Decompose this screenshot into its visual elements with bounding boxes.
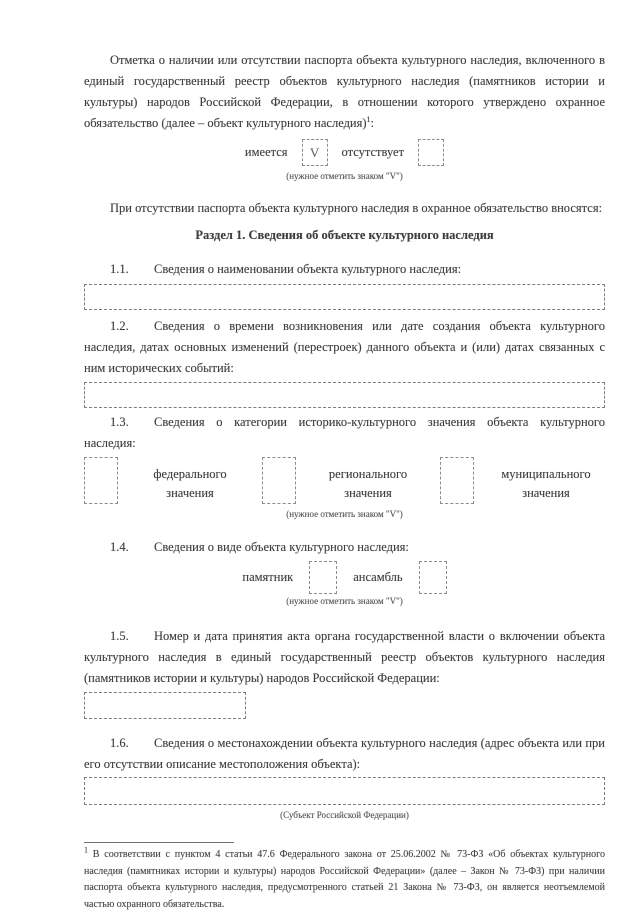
present-checkbox[interactable]: V — [301, 139, 328, 166]
item-1-3-number: 1.3. — [110, 415, 129, 429]
second-paragraph: При отсутствии паспорта объекта культурн… — [110, 201, 603, 215]
absent-label: отсутствует — [341, 145, 405, 159]
section-title: Раздел 1. Сведения об объекте культурног… — [195, 228, 494, 242]
ensemble-checkbox[interactable] — [418, 561, 447, 594]
name-input-field[interactable] — [84, 284, 605, 310]
item-1-5-number: 1.5. — [110, 629, 129, 643]
dates-input-field[interactable] — [84, 382, 605, 408]
footnote-text: В соответствии с пунктом 4 статьи 47.6 Ф… — [84, 849, 606, 910]
act-number-input-field[interactable] — [84, 692, 246, 719]
category-options-row: федерального значения регионального знач… — [84, 457, 605, 504]
item-1-1-number: 1.1. — [110, 262, 129, 276]
monument-label: памятник — [242, 570, 294, 584]
presence-hint: (нужное отметить знаком "V") — [286, 171, 403, 181]
item-1-6-text: Сведения о местонахождении объекта культ… — [84, 736, 605, 771]
municipal-checkbox[interactable] — [440, 457, 474, 504]
kind-hint: (нужное отметить знаком "V") — [286, 596, 403, 606]
footnote-block: 1 В соответствии с пунктом 4 статьи 47.6… — [84, 842, 605, 913]
federal-checkbox[interactable] — [84, 457, 118, 504]
item-1-6-label: 1.6.Сведения о местонахождении объекта к… — [84, 733, 605, 775]
item-1-5-label: 1.5.Номер и дата принятия акта органа го… — [84, 626, 605, 689]
intro-text: Отметка о наличии или отсутствии паспорт… — [84, 53, 605, 130]
monument-checkbox[interactable] — [309, 561, 338, 594]
regional-checkbox[interactable] — [262, 457, 296, 504]
regional-label: регионального значения — [328, 467, 408, 500]
category-hint: (нужное отметить знаком "V") — [286, 509, 403, 519]
item-1-2-text: Сведения о времени возникновения или дат… — [84, 319, 605, 375]
intro-paragraph: Отметка о наличии или отсутствии паспорт… — [84, 50, 605, 134]
location-caption: (Субъект Российской Федерации) — [280, 810, 409, 820]
municipal-label: муниципального значения — [501, 467, 591, 500]
passport-presence-row: имеется V отсутствует — [84, 139, 605, 166]
item-1-3-text: Сведения о категории историко-культурног… — [84, 415, 605, 450]
checkbox-v-mark: V — [309, 145, 320, 160]
item-1-2-number: 1.2. — [110, 319, 129, 333]
item-1-4-number: 1.4. — [110, 540, 129, 554]
footnote-reference: 1 — [366, 114, 371, 124]
location-input-field[interactable] — [84, 777, 605, 805]
absent-checkbox[interactable] — [418, 139, 445, 166]
footnote-divider — [84, 842, 234, 843]
item-1-5-text: Номер и дата принятия акта органа госуда… — [84, 629, 605, 685]
federal-label: федерального значения — [153, 467, 227, 500]
item-1-6-number: 1.6. — [110, 736, 129, 750]
item-1-4-text: Сведения о виде объекта культурного насл… — [154, 540, 409, 554]
item-1-3-label: 1.3.Сведения о категории историко-культу… — [84, 412, 605, 454]
ensemble-label: ансамбль — [353, 570, 403, 584]
item-1-2-label: 1.2.Сведения о времени возникновения или… — [84, 316, 605, 379]
item-1-1-label: 1.1. Сведения о наименовании объекта куль… — [84, 259, 605, 280]
intro-suffix: : — [370, 116, 375, 130]
footnote-marker: 1 — [84, 845, 88, 855]
present-label: имеется — [244, 145, 288, 159]
kind-options-row: памятник ансамбль — [84, 561, 605, 594]
footnote-paragraph: 1 В соответствии с пунктом 4 статьи 47.6… — [84, 845, 606, 913]
item-1-1-text: Сведения о наименовании объекта культурн… — [154, 262, 462, 276]
item-1-4-label: 1.4. Сведения о виде объекта культурного … — [84, 537, 605, 558]
